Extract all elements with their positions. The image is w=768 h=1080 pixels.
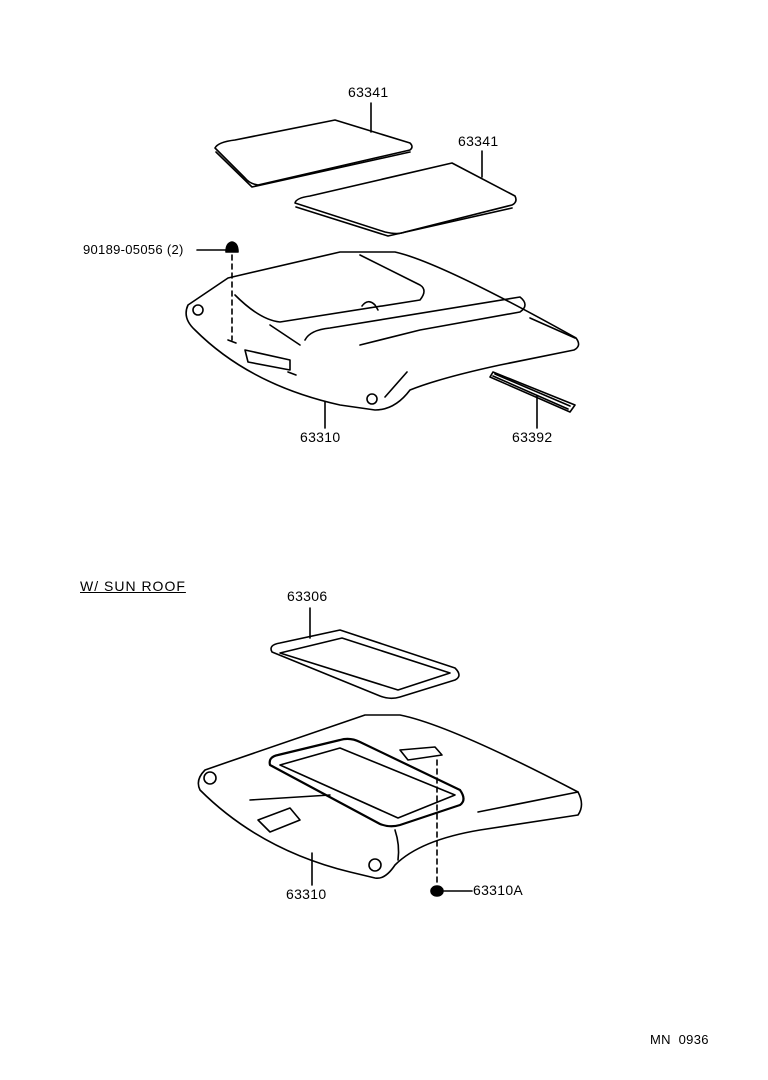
part-label-63392: 63392 xyxy=(512,429,553,445)
part-label-63310-top: 63310 xyxy=(300,429,341,445)
sunroof-frame-63306 xyxy=(270,629,460,700)
headlining-63310-top xyxy=(185,251,580,411)
part-label-63306: 63306 xyxy=(287,588,328,604)
strip-63392 xyxy=(489,371,576,413)
part-label-63310A: 63310A xyxy=(473,882,524,898)
part-label-63341-rear: 63341 xyxy=(458,133,499,149)
clip-90189 xyxy=(196,241,239,341)
part-label-90189-05056: 90189-05056 (2) xyxy=(83,242,184,257)
part-label-63310-sunroof: 63310 xyxy=(286,886,327,902)
section-title-sunroof: W/ SUN ROOF xyxy=(80,578,186,594)
footer-code: MN 0936 xyxy=(650,1032,709,1047)
panel-63341-front xyxy=(214,119,413,188)
part-label-63341-front: 63341 xyxy=(348,84,389,100)
panel-63341-rear xyxy=(294,162,517,237)
fastener-63310A xyxy=(430,759,473,897)
headlining-63310-sunroof xyxy=(197,714,583,880)
